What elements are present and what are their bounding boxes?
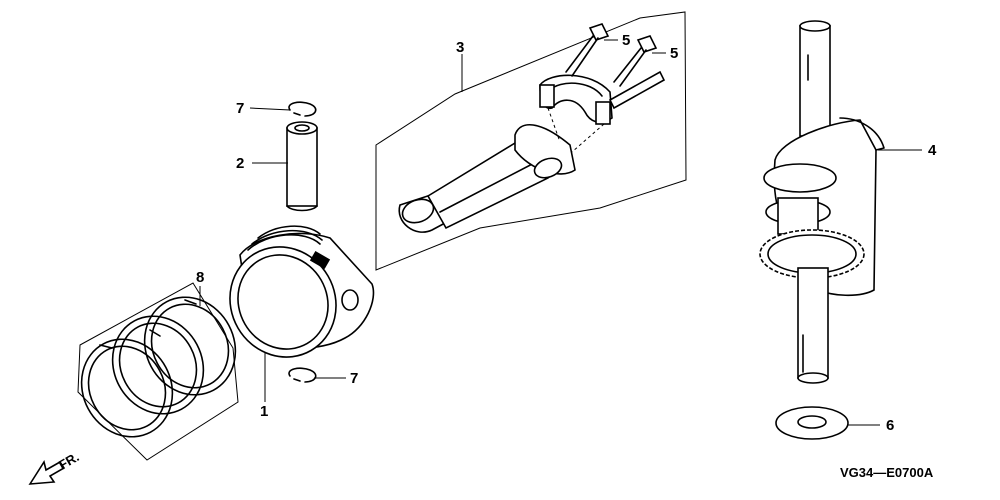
crankshaft-web-upper (763, 163, 837, 193)
callout-5a: 5 (622, 32, 630, 49)
callout-5b: 5 (670, 45, 678, 62)
piston-pin-group (286, 121, 318, 212)
callout-3: 3 (456, 39, 464, 56)
connecting-rod-group (375, 11, 687, 271)
thrust-washer-hole (797, 415, 827, 429)
piston-pin-clip-upper (288, 101, 317, 117)
ring-gap-1 (99, 344, 113, 349)
thrust-washer (775, 406, 849, 440)
bolt-1-head (588, 23, 610, 41)
callout-7b: 7 (350, 370, 358, 387)
piston-rings-group (77, 282, 239, 461)
leader-7a (249, 107, 291, 111)
piston-ring-1 (80, 338, 174, 438)
piston-ring-2 (111, 315, 205, 415)
conrod-bolt-2 (613, 35, 658, 87)
piston-ring-3 (143, 296, 237, 396)
conrod-cap-boss-left (539, 84, 555, 108)
piston-pin-top (286, 121, 318, 135)
callout-4: 4 (928, 142, 937, 159)
conrod-oil-dipper (533, 157, 563, 179)
conrod-cap-boss-right (595, 101, 611, 125)
piston-pin-clip-lower (288, 367, 317, 383)
callout-1: 1 (260, 403, 268, 420)
piston-crown-inner (237, 254, 329, 350)
piston-ring-groove-2 (251, 229, 323, 245)
bolt-1-shank (571, 37, 599, 77)
callout-8: 8 (196, 269, 204, 286)
callout-7a: 7 (236, 100, 244, 117)
callout-6: 6 (886, 417, 894, 434)
bolt-2-shank-edge (613, 47, 642, 83)
front-arrow: FR. (28, 449, 82, 485)
piston-pin-bore (294, 124, 310, 132)
bolt-1-shank-edge (565, 35, 594, 73)
diagram-code: VG34—E0700A (840, 465, 934, 480)
conrod-oil-dipper-arm (608, 70, 666, 110)
piston-rings-frame (77, 282, 239, 461)
conrod-bolt-line-1 (547, 107, 561, 143)
crankshaft-upper-shaft (799, 25, 831, 137)
piston-ring-1-inner (87, 345, 167, 431)
ring-gap-3 (184, 299, 197, 305)
crankshaft-upper-end (799, 20, 831, 32)
crankshaft-pin-body (777, 197, 819, 235)
piston-ring-2-inner (118, 322, 198, 408)
crankshaft-lower-end (797, 372, 829, 384)
conrod-bolt-line-2 (571, 123, 605, 153)
conrod-bolt-1 (565, 23, 610, 77)
piston-ring-3-inner (150, 303, 230, 389)
bolt-2-head (636, 35, 658, 53)
conrod-beam-rib (439, 159, 541, 213)
front-arrow-icon (28, 459, 66, 485)
piston-pin-bottom (286, 205, 318, 212)
piston-pin-boss (341, 289, 359, 311)
piston-pin-body (286, 127, 318, 207)
piston-ring-groove-1 (247, 234, 321, 251)
piston-ring-groove-3 (257, 225, 321, 239)
bolt-2-shank (619, 49, 647, 87)
piston-group (229, 225, 375, 358)
callout-2: 2 (236, 155, 244, 172)
ring-gap-2 (149, 329, 161, 337)
crankshaft-group (759, 20, 885, 384)
connecting-rod-frame (375, 11, 687, 271)
piston-oil-slot (309, 250, 331, 270)
thrust-washer-group (775, 406, 849, 440)
crankshaft-counterweight-edge (839, 117, 885, 151)
piston-crown (229, 246, 337, 358)
